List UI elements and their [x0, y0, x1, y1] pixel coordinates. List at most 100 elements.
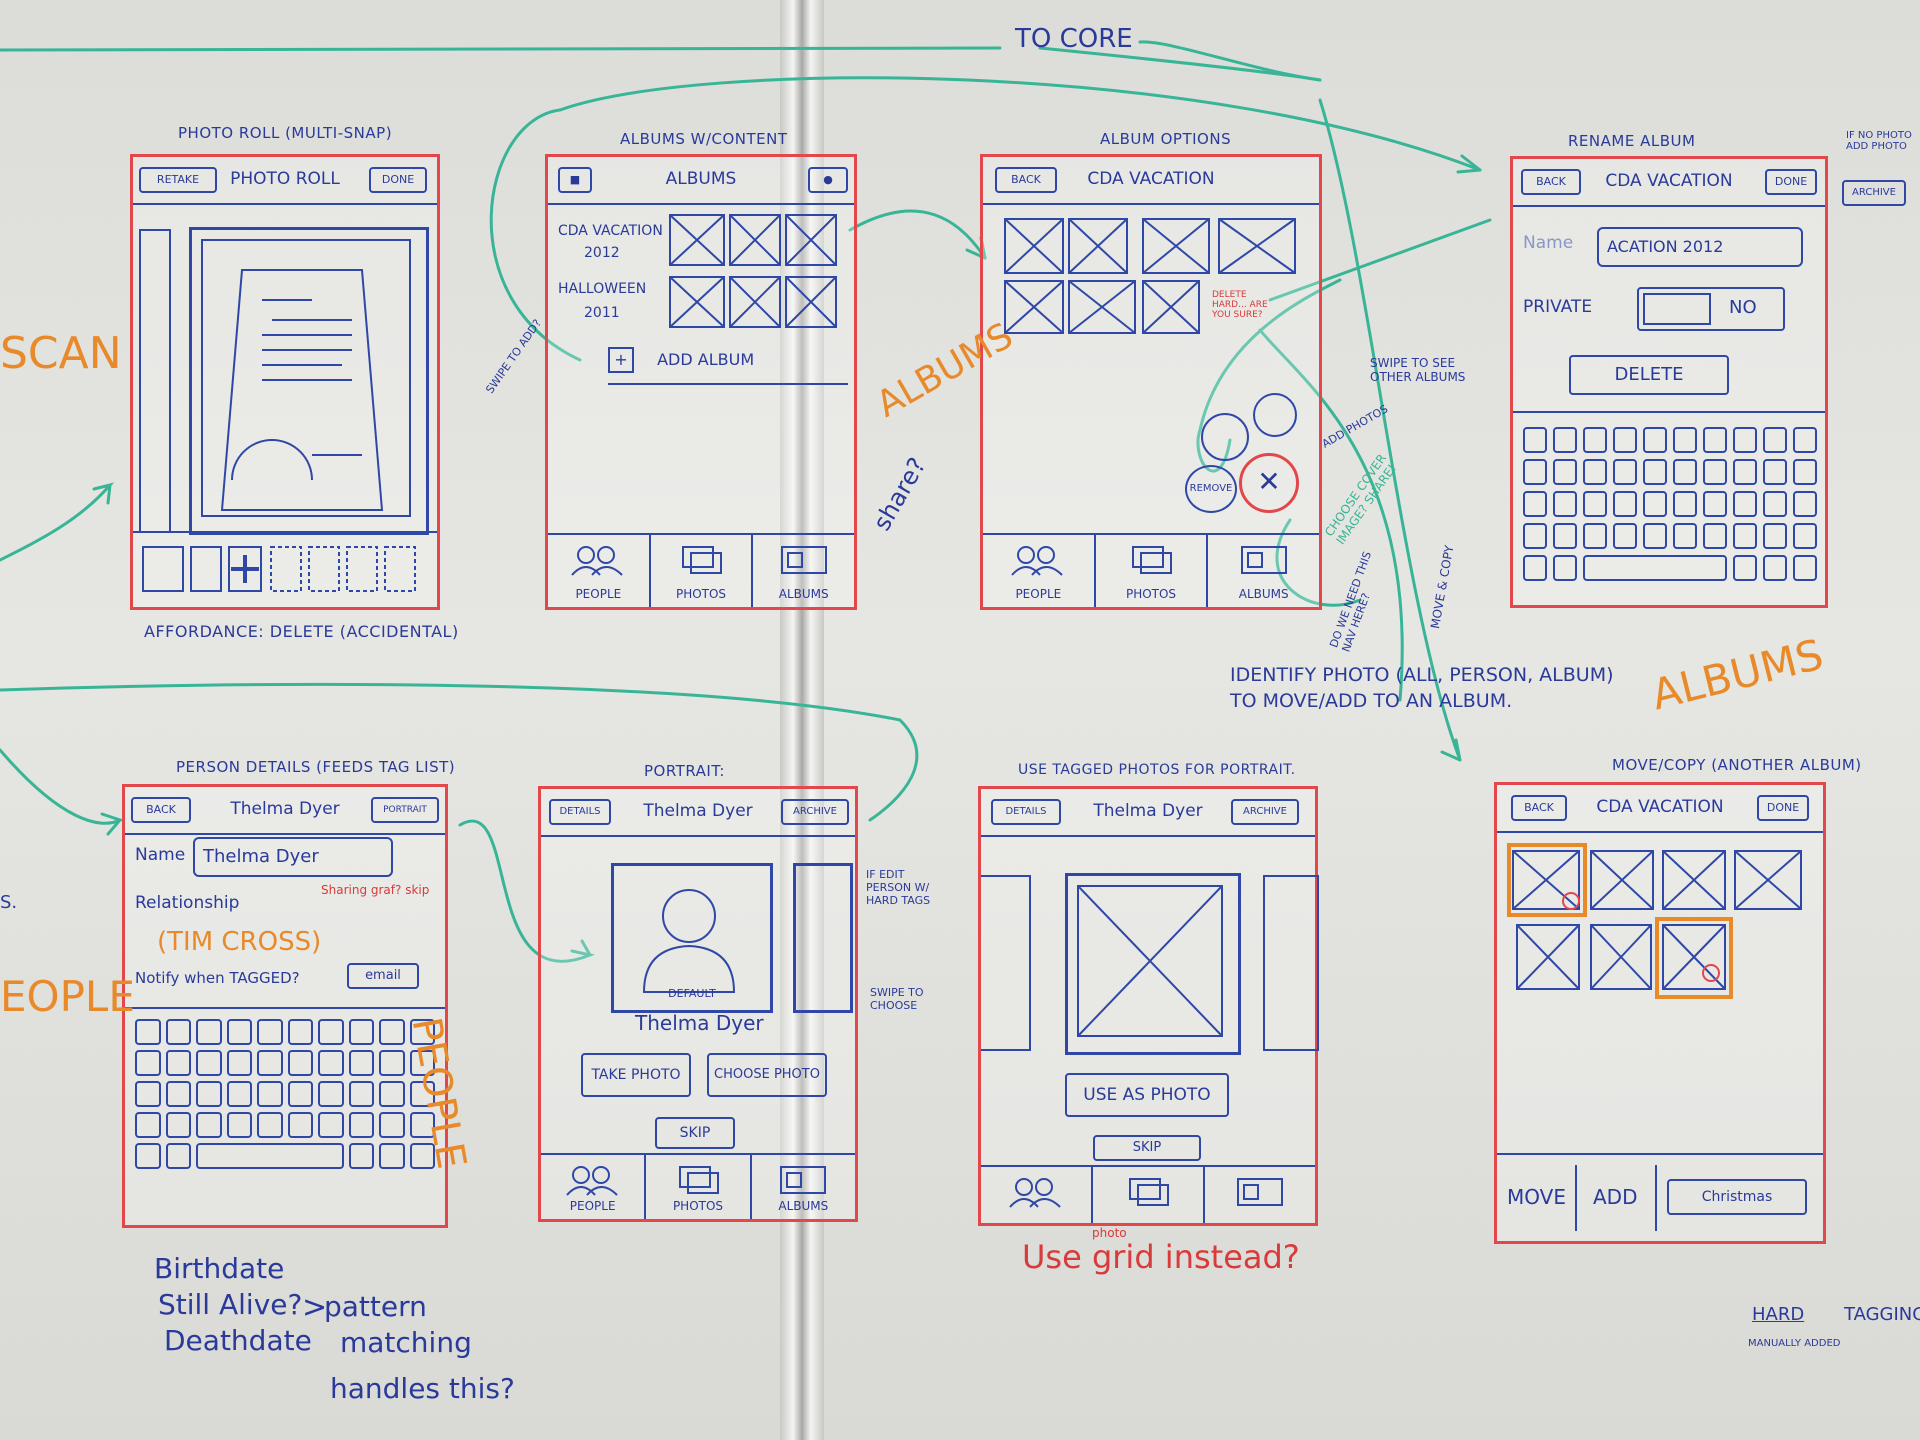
filmstrip-thumbnails[interactable]	[133, 533, 437, 603]
rename-title: CDA VACATION	[1605, 171, 1733, 191]
done-button[interactable]: DONE	[1765, 169, 1817, 195]
bottom-divider-2	[1655, 1165, 1657, 1231]
album-name-input[interactable]: ACATION 2012	[1597, 227, 1803, 267]
identify-note: IDENTIFY PHOTO (ALL, PERSON, ALBUM)	[1230, 664, 1614, 686]
skip-button[interactable]: SKIP	[1093, 1135, 1201, 1161]
album-row-name-2[interactable]: HALLOWEEN	[558, 281, 647, 297]
default-portrait[interactable]: DEFAULT	[611, 863, 773, 1013]
profile-button[interactable]: ■	[558, 167, 592, 193]
rename-keyboard[interactable]	[1513, 411, 1825, 605]
album-grid-icons	[1004, 218, 1296, 334]
left-note: S.	[0, 892, 18, 913]
next-photo-peek[interactable]	[1263, 875, 1319, 1051]
archive-button[interactable]: ARCHIVE	[1231, 799, 1299, 825]
people-annotation-left: EOPLE	[0, 972, 135, 1021]
back-button[interactable]: BACK	[1511, 795, 1567, 821]
person-silhouette-icon	[642, 889, 736, 993]
tab-albums[interactable]	[1205, 1167, 1315, 1223]
album-thumbs-row-1[interactable]	[668, 211, 858, 275]
tab-photos[interactable]	[1093, 1167, 1205, 1223]
tab-photos-label: PHOTOS	[1125, 587, 1177, 601]
add-album-row[interactable]: + ADD ALBUM	[608, 347, 848, 385]
tab-photos[interactable]: PHOTOS	[651, 535, 754, 607]
tab-people[interactable]: PEOPLE	[983, 535, 1096, 607]
choose-photo-button[interactable]: CHOOSE PHOTO	[707, 1053, 827, 1097]
tab-people[interactable]: PEOPLE	[541, 1155, 647, 1219]
take-photo-button[interactable]: TAKE PHOTO	[581, 1053, 691, 1097]
tab-albums[interactable]: ALBUMS	[1208, 535, 1319, 607]
person-keyboard[interactable]	[125, 1007, 445, 1225]
album-options-tabbar: PEOPLE PHOTOS ALBUMS	[983, 533, 1319, 607]
birthdate-note: Birthdate	[154, 1252, 285, 1285]
tagged-photo-main[interactable]	[1065, 873, 1241, 1055]
details-button[interactable]: DETAILS	[991, 799, 1061, 825]
christmas-album-button[interactable]: Christmas	[1667, 1179, 1807, 1215]
skip-button[interactable]: SKIP	[655, 1117, 735, 1149]
add-photos-circle-button[interactable]	[1253, 393, 1297, 437]
swipe-choose-note: SWIPE TO CHOOSE	[870, 986, 924, 1012]
albums-title: ALBUMS	[665, 169, 737, 189]
next-portrait-peek[interactable]	[793, 863, 853, 1013]
rename-navbar: BACK CDA VACATION DONE	[1513, 159, 1825, 207]
photos-icon	[1129, 1178, 1169, 1206]
done-button[interactable]: DONE	[1757, 795, 1809, 821]
name-label: Name	[135, 845, 186, 865]
tab-photos-label: PHOTOS	[675, 587, 727, 601]
remove-circle-button[interactable]: REMOVE	[1185, 465, 1237, 513]
albums-icon	[780, 546, 827, 574]
handles-note: handles this?	[330, 1372, 515, 1405]
person-name-input[interactable]: Thelma Dyer	[193, 837, 393, 877]
back-button[interactable]: BACK	[1521, 169, 1581, 195]
portrait-button[interactable]: PORTRAIT	[371, 797, 439, 823]
keyboard-keys[interactable]	[1523, 427, 1817, 581]
move-copy-grid-icons	[1507, 843, 1802, 999]
relationship-label: Relationship	[135, 893, 240, 913]
share-circle-button[interactable]	[1201, 413, 1249, 461]
done-button[interactable]: DONE	[369, 167, 427, 193]
add-button[interactable]: ADD	[1593, 1185, 1638, 1209]
back-button[interactable]: BACK	[131, 797, 191, 823]
delete-album-button[interactable]: DELETE	[1569, 355, 1729, 395]
deathdate-note: Deathdate	[164, 1324, 312, 1357]
use-as-photo-button[interactable]: USE AS PHOTO	[1065, 1073, 1229, 1117]
prev-photo-peek[interactable]	[981, 875, 1031, 1051]
tab-people-label: PEOPLE	[569, 1199, 616, 1213]
if-no-photo-note: IF NO PHOTO ADD PHOTO	[1846, 130, 1912, 152]
tab-people[interactable]: PEOPLE	[548, 535, 651, 607]
tab-albums[interactable]: ALBUMS	[752, 1155, 855, 1219]
album-row-name-1[interactable]: CDA VACATION	[558, 223, 663, 239]
photo-small-note: photo	[1092, 1226, 1127, 1240]
if-edit-note: IF EDIT PERSON W/ HARD TAGS	[866, 868, 931, 907]
retake-button[interactable]: RETAKE	[139, 167, 217, 193]
tab-albums[interactable]: ALBUMS	[753, 535, 854, 607]
move-copy-grid[interactable]	[1507, 843, 1823, 1017]
notify-select[interactable]: email	[347, 963, 419, 989]
people-icon	[1009, 1178, 1061, 1208]
move-button[interactable]: MOVE	[1507, 1185, 1566, 1209]
identify-note-2: TO MOVE/ADD TO AN ALBUM.	[1230, 690, 1513, 712]
tagged-title: Thelma Dyer	[1093, 801, 1203, 821]
archive-button[interactable]: ARCHIVE	[781, 799, 849, 825]
album-options-caption: ALBUM OPTIONS	[1100, 130, 1232, 148]
tab-people[interactable]	[981, 1167, 1093, 1223]
back-button[interactable]: BACK	[995, 167, 1057, 193]
manually-note: MANUALLY ADDED	[1748, 1338, 1841, 1349]
private-toggle[interactable]: NO	[1637, 287, 1785, 331]
delete-x-circle-button[interactable]: ✕	[1239, 453, 1299, 513]
keyboard-keys[interactable]	[135, 1019, 435, 1169]
details-button[interactable]: DETAILS	[549, 799, 611, 825]
document-sketch-icon	[201, 239, 411, 517]
photo-roll-filmstrip	[133, 531, 437, 607]
album-thumb-icons-2	[669, 276, 837, 328]
tab-people-label: PEOPLE	[575, 587, 622, 601]
photo-placeholder-icon	[1077, 885, 1223, 1037]
tab-photos[interactable]: PHOTOS	[646, 1155, 752, 1219]
archive-button[interactable]: ARCHIVE	[1842, 180, 1906, 206]
album-photo-grid[interactable]	[1003, 217, 1303, 351]
tagged-portrait-caption: USE TAGGED PHOTOS FOR PORTRAIT.	[1018, 762, 1296, 778]
album-thumbs-row-2[interactable]	[668, 273, 858, 337]
tab-photos[interactable]: PHOTOS	[1096, 535, 1209, 607]
people-button[interactable]: ●	[808, 167, 848, 193]
album-options-title: CDA VACATION	[1087, 169, 1215, 189]
name-label: Name	[1523, 233, 1574, 253]
